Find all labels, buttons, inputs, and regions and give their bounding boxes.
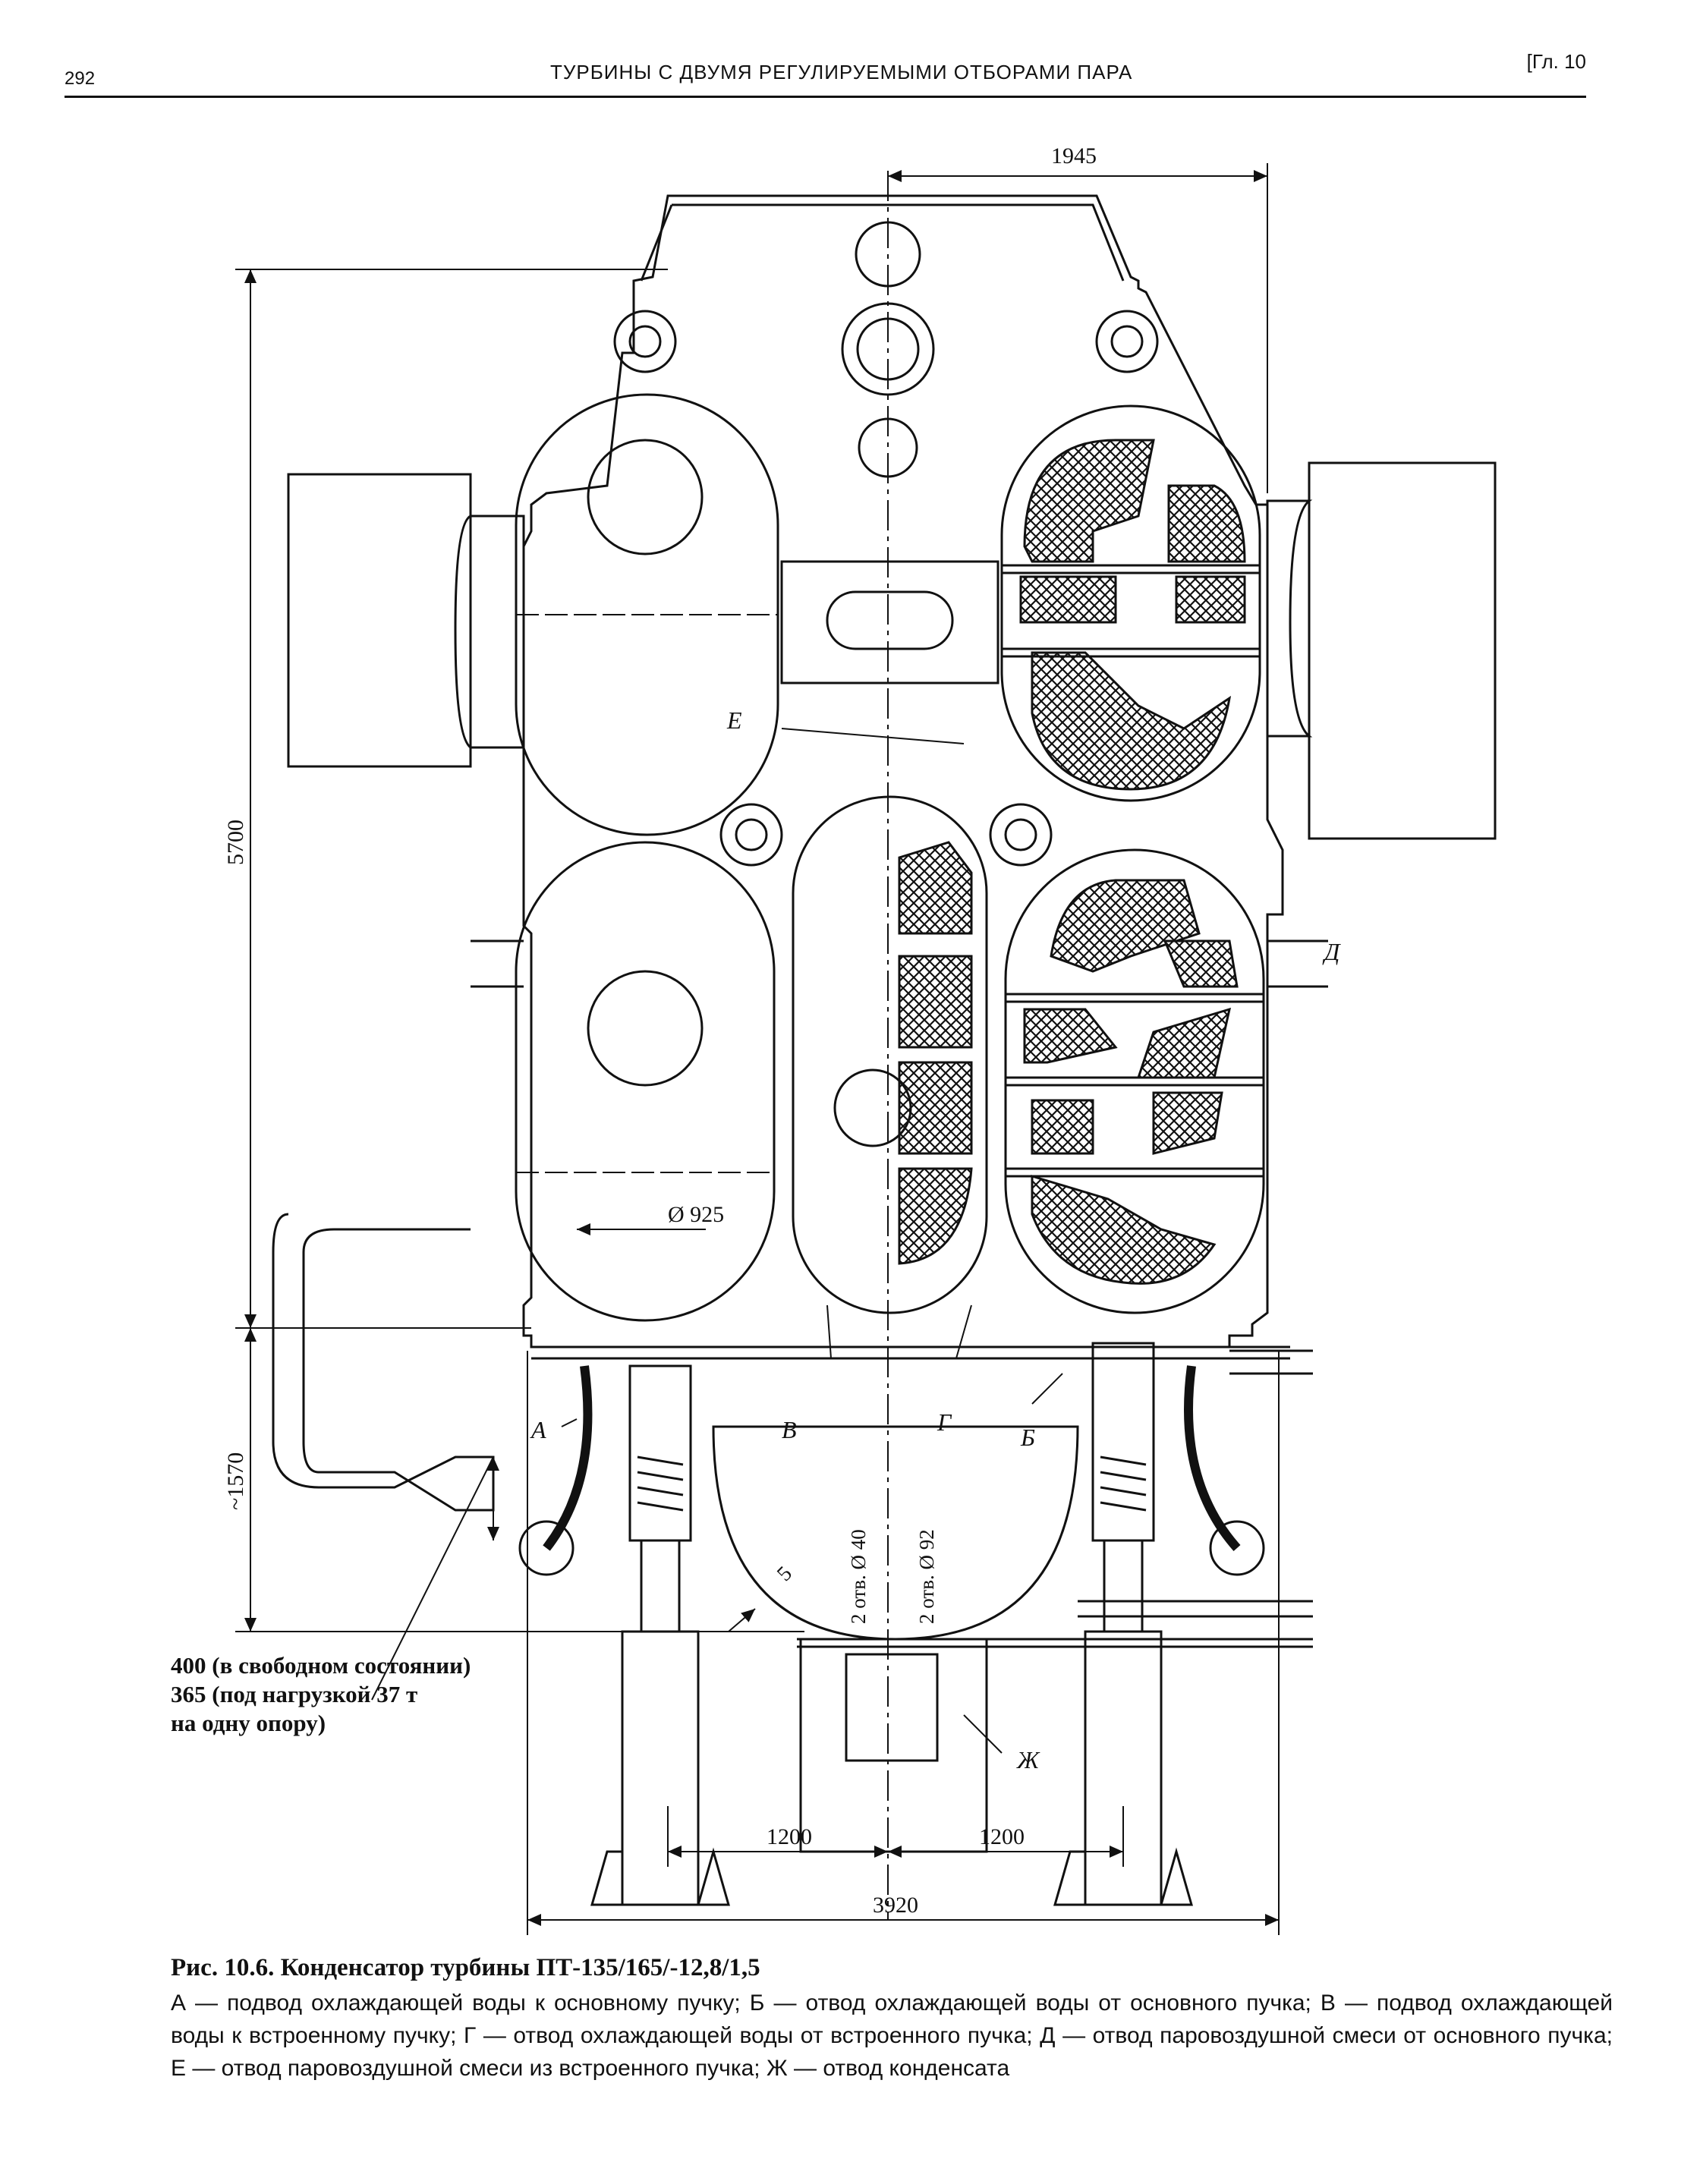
hotwell xyxy=(712,1425,1079,1641)
page-number: 292 xyxy=(65,68,96,89)
page-header: 292 ТУРБИНЫ С ДВУМЯ РЕГУЛИРУЕМЫМИ ОТБОРА… xyxy=(65,44,1586,98)
dim-height-lower: ~1570 xyxy=(223,1452,248,1510)
lower-right-bundle xyxy=(1004,848,1265,1314)
right-side-box xyxy=(1308,461,1497,840)
running-title: ТУРБИНЫ С ДВУМЯ РЕГУЛИРУЕМЫМИ ОТБОРАМИ П… xyxy=(550,61,1133,83)
dim-holes-large: 2 отв. Ø 92 xyxy=(915,1529,938,1624)
left-pipe-loop xyxy=(272,1213,495,1512)
dim-top-width: 1945 xyxy=(1051,143,1097,168)
left-support xyxy=(590,1364,730,1906)
header-rule xyxy=(65,96,1586,98)
label-e: Е xyxy=(726,706,742,734)
chapter-label: [Гл. 10 xyxy=(1526,50,1586,73)
spring-note-line3: на одну опору) xyxy=(171,1710,326,1736)
spring-note-line1: 400 (в свободном состоянии) xyxy=(171,1652,471,1679)
upper-right-bundle xyxy=(1000,404,1261,802)
label-b: Б xyxy=(1020,1424,1035,1451)
spring-note-line2: 365 (под нагрузкой 37 т xyxy=(171,1681,417,1707)
dim-diameter: Ø 925 xyxy=(668,1202,724,1227)
right-support xyxy=(1053,1342,1193,1906)
label-v: В xyxy=(782,1416,797,1443)
label-zh: Ж xyxy=(1016,1746,1040,1773)
dim-wall: 5 xyxy=(773,1562,797,1586)
left-side-box xyxy=(287,473,472,768)
dim-base-width: 3920 xyxy=(873,1893,918,1918)
caption-title: Рис. 10.6. Конденсатор турбины ПТ-135/16… xyxy=(171,1954,760,1981)
lower-left-bundle xyxy=(515,841,776,1322)
built-in-bundle xyxy=(792,795,988,1314)
dim-holes-small: 2 отв. Ø 40 xyxy=(847,1529,870,1624)
label-a: А xyxy=(530,1416,546,1443)
dim-height-total: 5700 xyxy=(223,820,248,865)
dim-half-right: 1200 xyxy=(979,1824,1025,1849)
top-nozzles xyxy=(613,221,1159,867)
label-d: Д xyxy=(1322,938,1341,965)
figure-caption: Рис. 10.6. Конденсатор турбины ПТ-135/16… xyxy=(171,1954,1613,2085)
caption-body: А — подвод охлаждающей воды к основному … xyxy=(171,1990,1613,2081)
label-g: Г xyxy=(937,1408,952,1436)
dim-half-left: 1200 xyxy=(767,1824,812,1849)
